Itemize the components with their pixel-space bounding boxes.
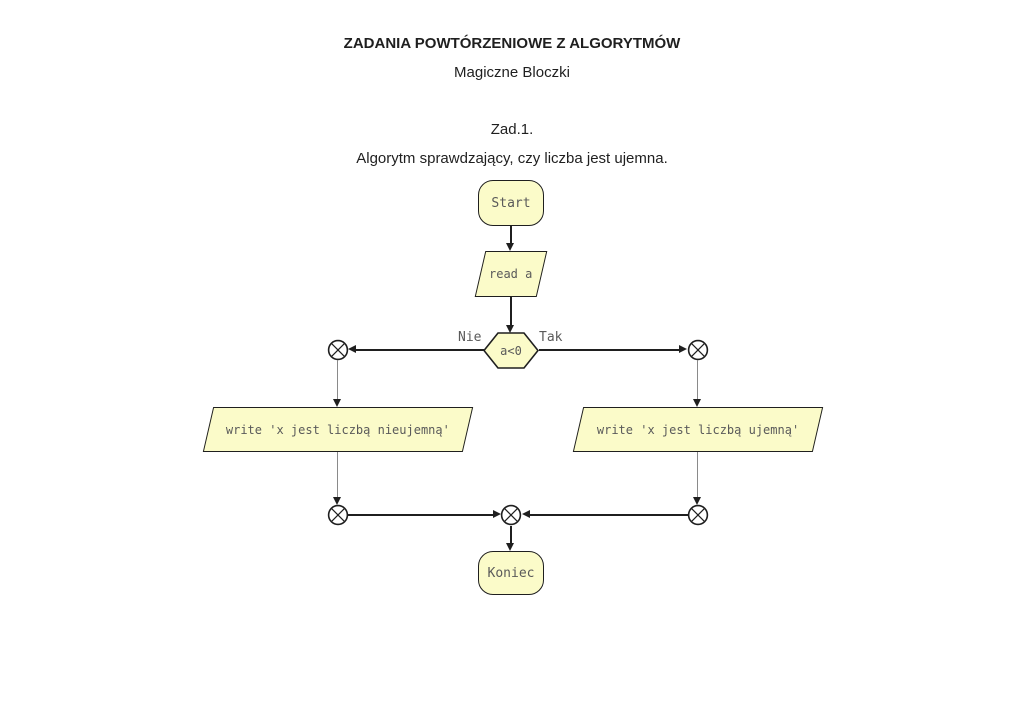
junction-connector-icon bbox=[687, 339, 709, 361]
page-title: ZADANIA POWTÓRZENIOWE Z ALGORYTMÓW bbox=[343, 35, 681, 52]
arrowhead-down-icon bbox=[333, 497, 341, 505]
read-input-node: read a bbox=[474, 251, 548, 297]
read-input-label: read a bbox=[489, 267, 533, 281]
decision-node bbox=[483, 332, 539, 369]
arrowhead-down-icon bbox=[693, 497, 701, 505]
branch-no-label: Nie bbox=[458, 330, 482, 345]
flow-line bbox=[337, 360, 339, 400]
junction-connector-icon bbox=[327, 504, 349, 526]
junction-connector-icon bbox=[687, 504, 709, 526]
junction-connector-icon bbox=[500, 504, 522, 526]
flow-line bbox=[510, 226, 512, 245]
end-node-label: Koniec bbox=[487, 565, 535, 581]
write-negative-label: write 'x jest liczbą ujemną' bbox=[596, 422, 800, 437]
flow-line bbox=[355, 349, 484, 351]
arrowhead-down-icon bbox=[506, 543, 514, 551]
flow-line bbox=[697, 360, 699, 400]
flow-line bbox=[348, 514, 493, 516]
write-nonnegative-node: write 'x jest liczbą nieujemną' bbox=[202, 407, 474, 452]
branch-yes-label: Tak bbox=[539, 330, 563, 345]
flow-line bbox=[539, 349, 679, 351]
start-node-label: Start bbox=[491, 195, 531, 211]
flow-line bbox=[510, 297, 512, 326]
arrowhead-left-icon bbox=[348, 345, 356, 353]
task-description: Algorytm sprawdzający, czy liczba jest u… bbox=[356, 150, 668, 167]
task-label: Zad.1. bbox=[490, 121, 534, 138]
arrowhead-down-icon bbox=[693, 399, 701, 407]
arrowhead-right-icon bbox=[679, 345, 687, 353]
junction-connector-icon bbox=[327, 339, 349, 361]
flow-line bbox=[337, 452, 339, 498]
flow-line bbox=[697, 452, 699, 498]
arrowhead-down-icon bbox=[506, 325, 514, 333]
flow-line bbox=[510, 526, 512, 544]
arrowhead-down-icon bbox=[506, 243, 514, 251]
page-subtitle: Magiczne Bloczki bbox=[454, 64, 570, 81]
end-node: Koniec bbox=[478, 551, 544, 595]
write-negative-node: write 'x jest liczbą ujemną' bbox=[572, 407, 824, 452]
arrowhead-down-icon bbox=[333, 399, 341, 407]
start-node: Start bbox=[478, 180, 544, 226]
arrowhead-right-icon bbox=[493, 510, 501, 518]
write-nonnegative-label: write 'x jest liczbą nieujemną' bbox=[226, 422, 450, 437]
arrowhead-left-icon bbox=[522, 510, 530, 518]
flow-line bbox=[530, 514, 688, 516]
decision-node-label: a<0 bbox=[500, 343, 522, 358]
